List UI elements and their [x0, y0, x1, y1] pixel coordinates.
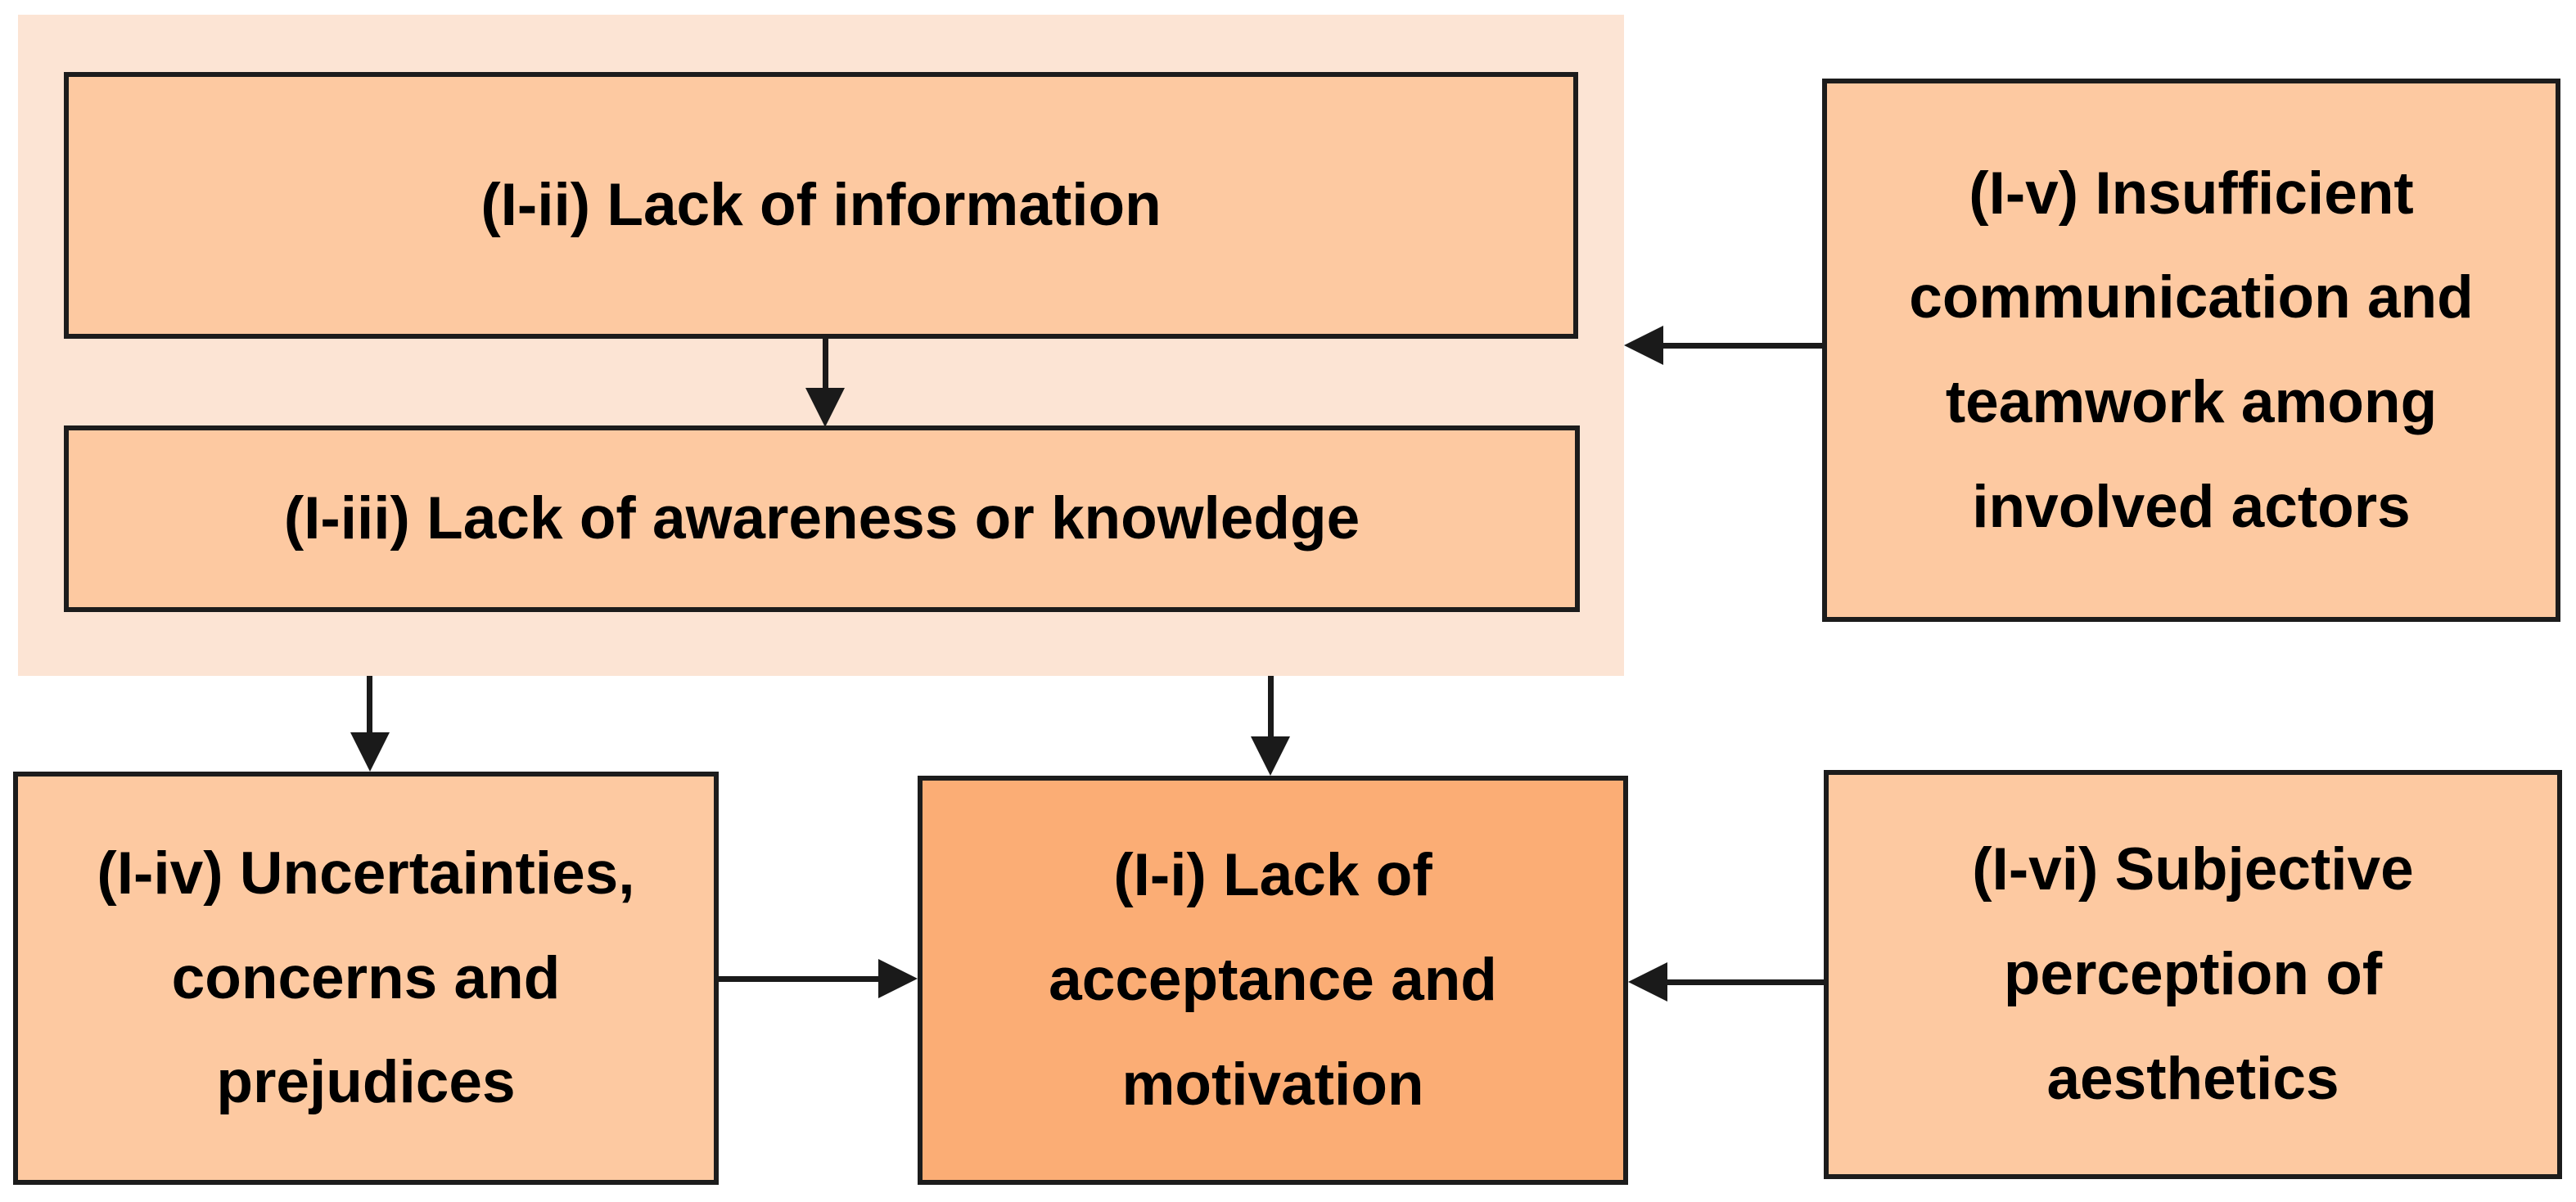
arrow-shaft	[719, 976, 881, 982]
box-I-v-label-line3: teamwork among	[1945, 369, 2438, 435]
box-I-iv: (I-iv) Uncertainties, concerns and preju…	[13, 772, 719, 1185]
box-I-v-label-line4: involved actors	[1972, 473, 2411, 540]
box-I-i-label-line1: (I-i) Lack of	[1113, 842, 1432, 909]
box-I-vi-label-line1: (I-vi) Subjective	[1972, 836, 2414, 903]
box-I-iv-label-line3: prejudices	[216, 1049, 516, 1116]
arrow-shaft	[1662, 343, 1822, 349]
box-I-iv-label-line1: (I-iv) Uncertainties,	[97, 840, 635, 907]
box-I-vi-label-line2: perception of	[2003, 941, 2383, 1008]
box-I-v: (I-v) Insufficient communication and tea…	[1822, 79, 2560, 622]
box-I-v-label-line1: (I-v) Insufficient	[1969, 160, 2414, 227]
box-I-i-label-line2: acceptance and	[1049, 947, 1497, 1014]
arrow-shaft	[1667, 979, 1824, 985]
box-I-i: (I-i) Lack of acceptance and motivation	[918, 776, 1628, 1185]
box-I-ii-label: (I-ii) Lack of information	[480, 172, 1162, 239]
box-I-iii: (I-iii) Lack of awareness or knowledge	[64, 425, 1580, 612]
arrowhead-left-icon	[1628, 962, 1667, 1002]
box-I-vi-label-line3: aesthetics	[2046, 1045, 2339, 1112]
arrow-shaft	[1268, 676, 1274, 738]
arrow-shaft	[823, 339, 828, 393]
arrowhead-down-icon	[350, 732, 390, 772]
box-I-ii: (I-ii) Lack of information	[64, 72, 1578, 339]
arrowhead-left-icon	[1624, 326, 1663, 365]
arrow-shaft	[367, 676, 372, 735]
box-I-v-label-line2: communication and	[1909, 264, 2474, 331]
arrowhead-down-icon	[805, 388, 845, 427]
box-I-vi: (I-vi) Subjective perception of aestheti…	[1824, 770, 2562, 1179]
arrowhead-down-icon	[1251, 736, 1290, 776]
arrowhead-right-icon	[878, 959, 918, 998]
box-I-iii-label: (I-iii) Lack of awareness or knowledge	[283, 485, 1360, 552]
box-I-iv-label-line2: concerns and	[171, 944, 561, 1011]
box-I-i-label-line3: motivation	[1121, 1051, 1424, 1118]
